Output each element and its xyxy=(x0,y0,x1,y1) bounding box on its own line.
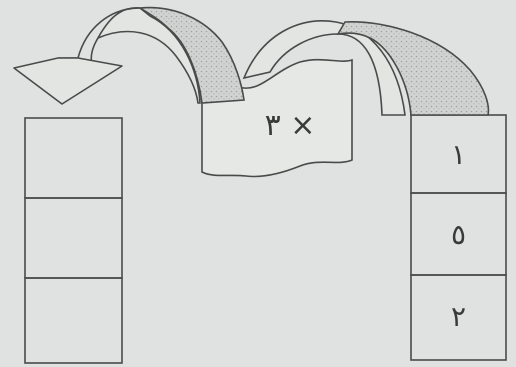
input-cell-2-value: ٥ xyxy=(411,218,506,251)
input-cell-1-value: ١ xyxy=(411,138,506,171)
output-arrowhead xyxy=(14,58,122,104)
output-cell-3 xyxy=(25,278,122,363)
output-cell-1 xyxy=(25,118,122,198)
output-column xyxy=(25,118,122,363)
operation-label: ٣ × xyxy=(240,108,340,143)
input-cell-3-value: ٢ xyxy=(411,300,506,333)
output-cell-2 xyxy=(25,198,122,278)
